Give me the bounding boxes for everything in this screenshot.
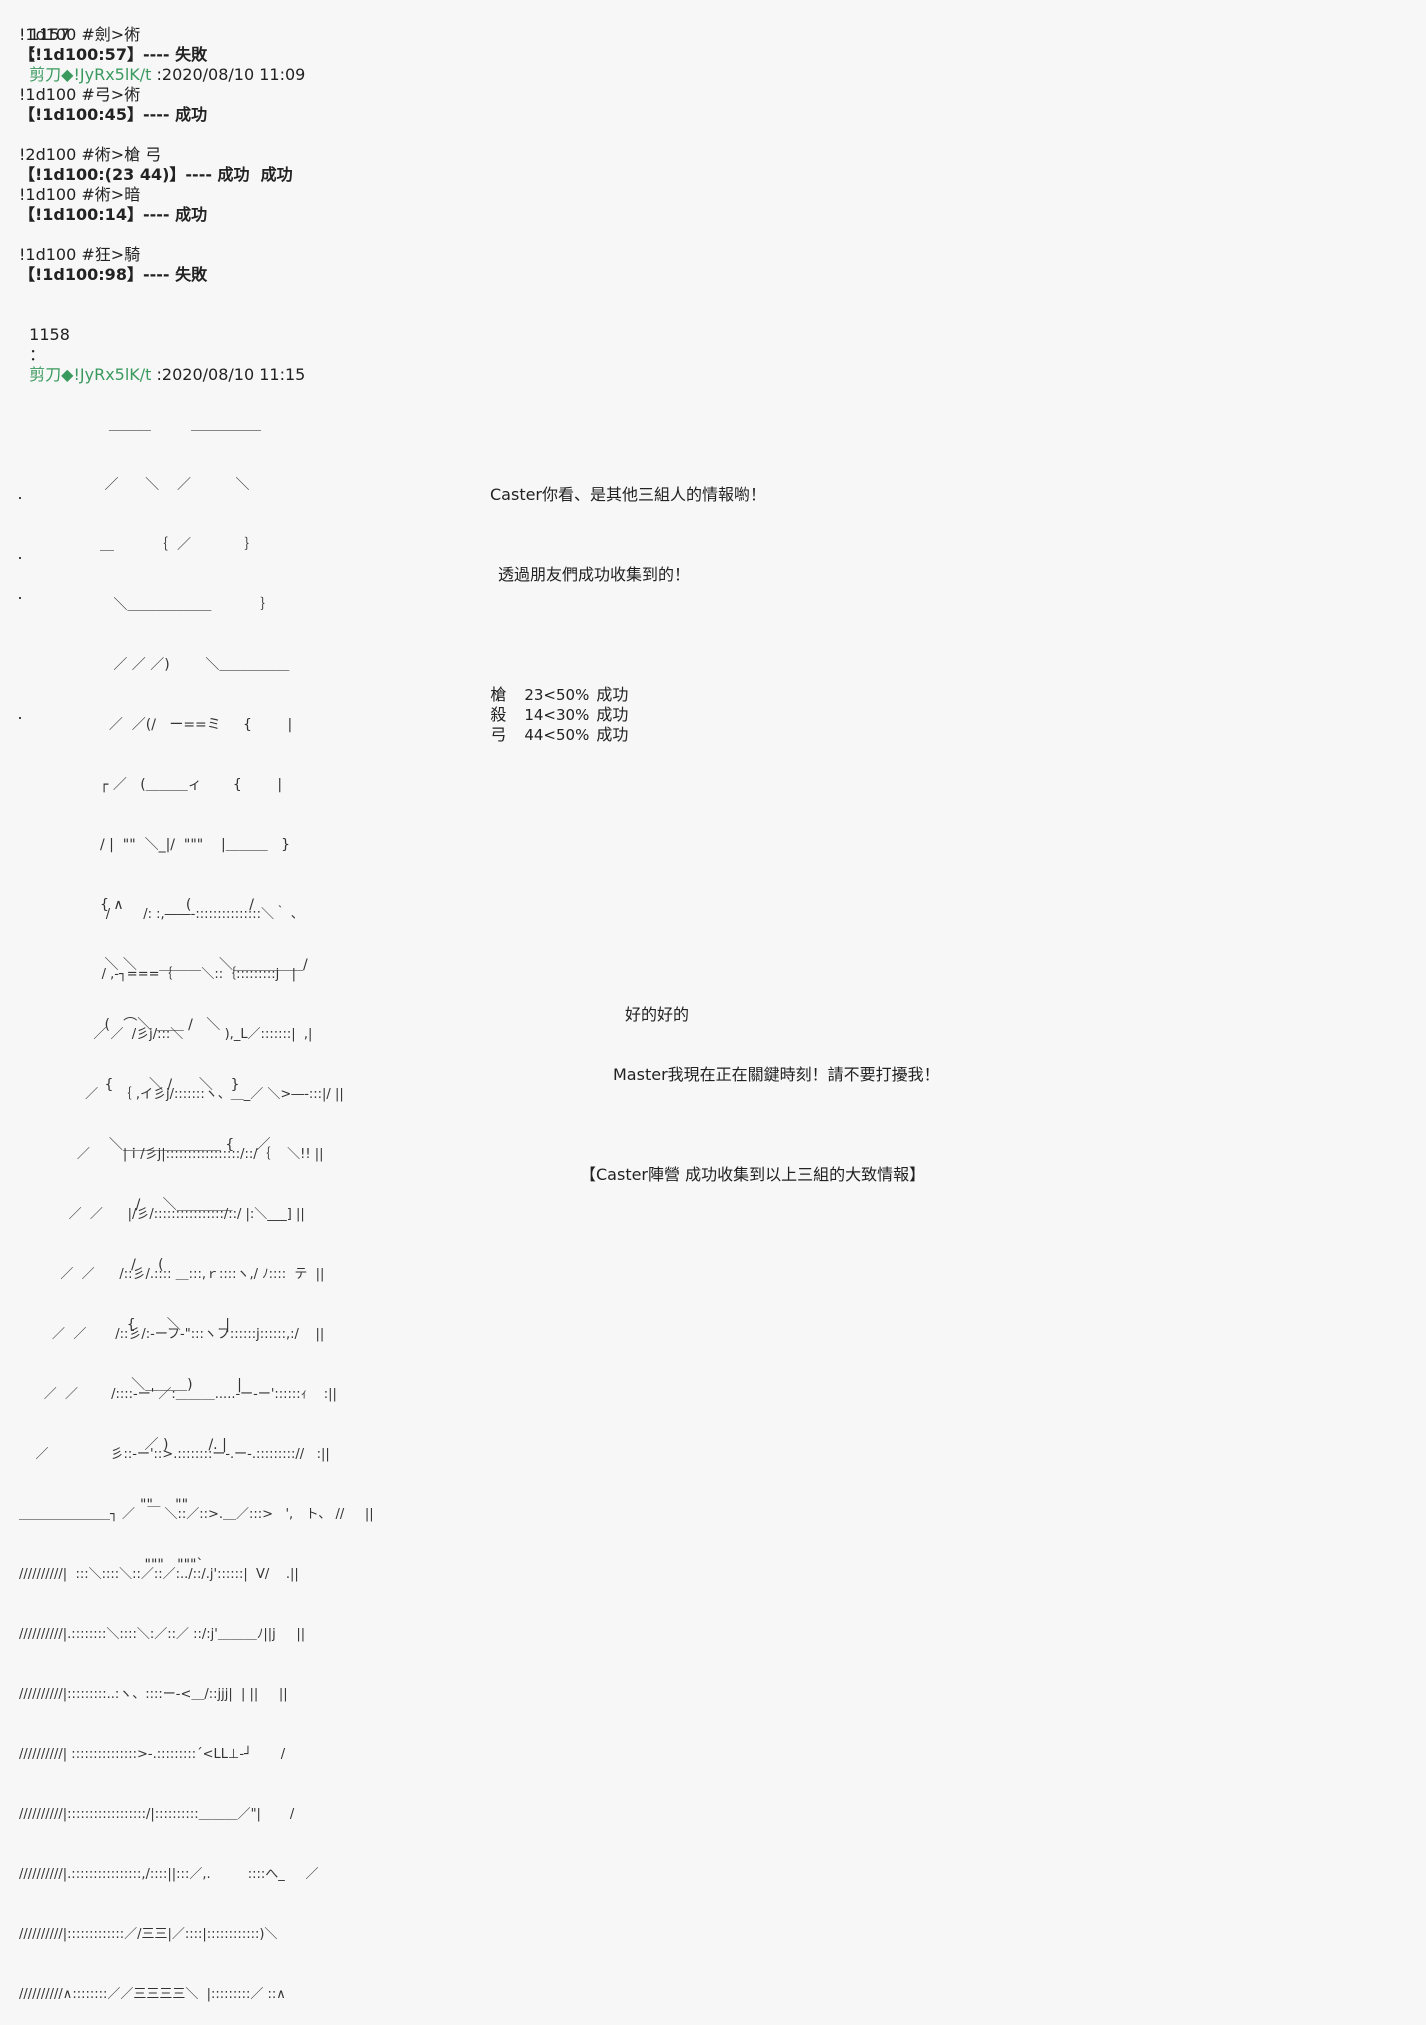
aa-line: ／ ／ /::彡/.:::: ＿:::,ｒ::::ヽ,/ ﾉ:::: テ || (19, 1267, 325, 1282)
aa-line: { ＼ / ＼ } (100, 1077, 240, 1093)
aa-line: / /: :,――-:::::::::::::::＼｀ ､ (19, 907, 298, 922)
aa-line: ＿ ｛ ／ ｝ (100, 537, 259, 553)
post-number: 1158 (29, 325, 70, 344)
dice-command: !1d100 #術>暗 (19, 185, 141, 204)
post-separator: ： (29, 45, 46, 64)
ascii-art-character-bottom: / /: :,――-:::::::::::::::＼｀ ､ / ,-┐===｛ … (19, 865, 374, 2025)
dice-result: 【!1d100:57】---- 失敗 (19, 45, 208, 64)
dice-command: !1d100 #弓>術 (19, 85, 141, 104)
post-header-1158: 1158 ： 剪刀◆!JyRx5lK/t :2020/08/10 11:15 (19, 305, 305, 384)
aa-line: ／ ／(/ ー==ミ { | (100, 717, 293, 733)
stat-roll: 14<30% (524, 706, 590, 724)
aa-line: / ＼＿＿＿＿ (100, 1197, 233, 1213)
margin-dot (19, 497, 21, 499)
speech-collected: 透過朋友們成功收集到的！ (498, 565, 691, 584)
aa-line: //////////| :::::::::::::::>-.:::::::::´… (19, 1747, 286, 1762)
stat-roll: 44<50% (524, 726, 590, 744)
aa-line: //////////|:::::::::..:ヽ、::::ー-<＿/::jjj|… (19, 1687, 288, 1702)
stat-row: 弓 44<50% 成功 (470, 705, 628, 765)
margin-dot (19, 597, 21, 599)
post-separator: ： (29, 345, 46, 364)
aa-line: //////////|::::::::::::::::::/|:::::::::… (19, 1807, 295, 1822)
stat-class: 槍 (490, 685, 507, 704)
aa-line: ／ ＼ ／ ＼ (100, 477, 250, 493)
aa-line: / | "" ＼_|/ """ |＿＿＿ } (100, 837, 290, 853)
aa-line: ＼ ＼ ＿＿＿ ＼＿＿＿＿＿/ (100, 957, 308, 973)
speech-ok: 好的好的 (625, 1005, 690, 1024)
aa-line: ／ ／ /彡j/:::＼ ),_L／:::::::| ,| (19, 1027, 313, 1042)
stat-result: 成功 (596, 725, 629, 744)
aa-line: { ∧ ( / (100, 897, 254, 913)
stat-class: 殺 (490, 705, 507, 724)
stat-result: 成功 (596, 685, 629, 704)
speech-caster-intro: Caster你看、是其他三組人的情報喲！ (490, 485, 767, 504)
aa-line: ／ |ｉ/彡j|:::::::::::::::::/::/｛ ＼!! || (19, 1147, 324, 1162)
aa-line: ＼＿＿＿＿＿＿ ｝ (100, 597, 275, 613)
stat-row: 槍 23<50% 成功 (470, 665, 628, 725)
aa-line: ／ ／ ／) ＼＿＿＿＿＿ (100, 657, 290, 673)
aa-line: ＼＿＿＿＿＿＿＿ { ／ (100, 1137, 271, 1153)
aa-line: //////////|:::::::::::::／/三三|／::::|:::::… (19, 1927, 278, 1942)
aa-line: //////////|.::::::::::::::::,/::::||:::／… (19, 1867, 319, 1882)
margin-dot (19, 717, 21, 719)
aa-line: / ,-┐===｛ ＼::｛:::::::::j | (19, 967, 296, 982)
aa-line: ／ ／ /::::-ー' ／:＿＿＿.....-ー-ー'::::::ｨ :|| (19, 1387, 337, 1402)
aa-line: ／ ／ |/彡/::::::::::::::::/::/ |:＼___] || (19, 1207, 305, 1222)
post-date: :2020/08/10 11:09 (151, 65, 306, 84)
stat-row: 殺 14<30% 成功 (470, 685, 628, 745)
aa-line: ／ 彡::-ー'::>.::::::::ー-.ー-.:::::::::// :|… (19, 1447, 330, 1462)
aa-line: //////////| :::＼::::＼::／::／:../::/.j':::… (19, 1567, 299, 1582)
stat-result: 成功 (596, 705, 629, 724)
dice-result: 【!1d100:14】---- 成功 (19, 205, 208, 224)
aa-line: ( ⌒＼ ＿＿ / ＼ (100, 1017, 221, 1033)
aa-line: ＿＿＿ ＿＿＿＿＿ (100, 417, 261, 433)
poster-name: 剪刀◆!JyRx5lK/t (29, 65, 152, 84)
aa-line: / ( (100, 1257, 164, 1273)
stat-roll: 23<50% (524, 686, 590, 704)
aa-line: //////////|.::::::::＼::::＼:／::／ ::/:j'＿＿… (19, 1627, 306, 1642)
post-date: :2020/08/10 11:15 (151, 365, 306, 384)
dice-command: !2d100 #術>槍 弓 (19, 145, 162, 164)
dice-result: 【!1d100:98】---- 失敗 (19, 265, 208, 284)
dice-result: 【!1d100:45】---- 成功 (19, 105, 208, 124)
post-header-1157: 1157 ： 剪刀◆!JyRx5lK/t :2020/08/10 11:09 (19, 5, 305, 84)
aa-line: ┌ ／ (＿＿＿ィ { | (100, 777, 283, 793)
narration-caster-camp: 【Caster陣營 成功收集到以上三組的大致情報】 (580, 1165, 926, 1184)
speech-master-busy: Master我現在正在關鍵時刻！請不要打擾我！ (613, 1065, 940, 1084)
aa-line: ／ ｛ ,イ彡j/:::::::ヽ、＿_／ ＼>―-:::|/ || (19, 1087, 344, 1102)
post-number: 1157 (29, 25, 70, 44)
aa-line: //////////∧::::::::／／三三三三＼ |:::::::::／ :… (19, 1987, 286, 2002)
aa-line: ＿＿＿＿＿＿＿┐ ／ ￣ ＼::／::>.＿／:::> ', ト、 // || (19, 1507, 374, 1522)
poster-name: 剪刀◆!JyRx5lK/t (29, 365, 152, 384)
stat-class: 弓 (490, 725, 507, 744)
dice-result: 【!1d100:(23 44)】---- 成功 成功 (19, 165, 293, 184)
margin-dot (19, 557, 21, 559)
dice-command: !1d100 #劍>術 (19, 25, 141, 44)
dice-command: !1d100 #狂>騎 (19, 245, 141, 264)
aa-line: ／ ／ /::彡/:-ーフ-":::ヽフ::::::j::::::,:/ || (19, 1327, 325, 1342)
